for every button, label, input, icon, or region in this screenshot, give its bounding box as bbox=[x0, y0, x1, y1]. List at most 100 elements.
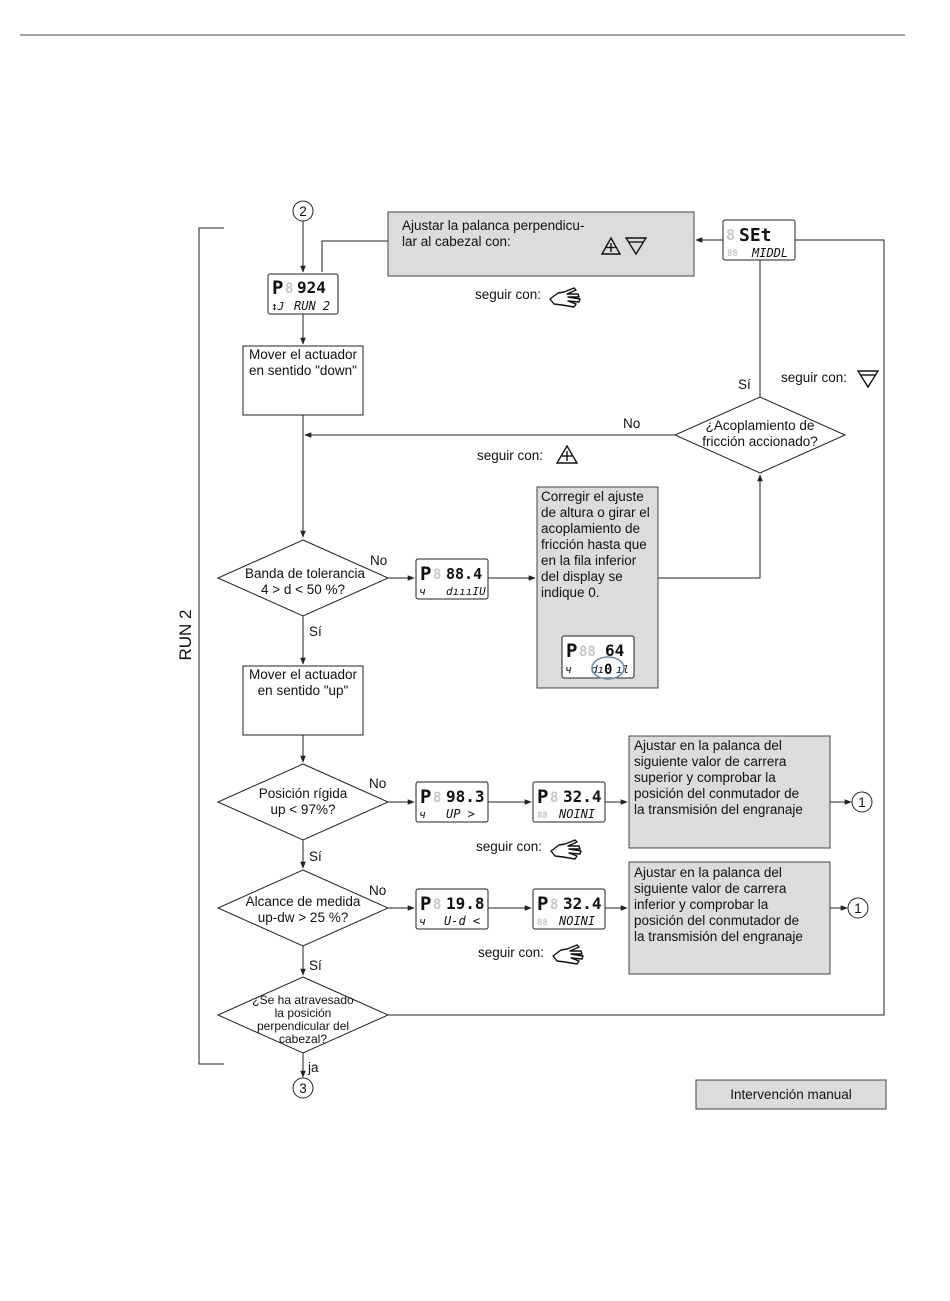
run2-bracket bbox=[198, 227, 224, 1065]
legend-box bbox=[695, 1079, 887, 1110]
svg-text:924: 924 bbox=[297, 278, 326, 297]
inferior-line5: la transmisión del engranaje bbox=[634, 929, 803, 944]
svg-text:64: 64 bbox=[605, 641, 624, 660]
acoplamiento-line2: fricción accionado? bbox=[702, 434, 818, 449]
corregir-line4: fricción hasta que bbox=[541, 537, 647, 552]
loop-atravesado-to-set bbox=[388, 239, 885, 1016]
superior-box bbox=[628, 735, 831, 849]
continue-label-down: seguir con: bbox=[781, 370, 847, 385]
down-key-icon-2 bbox=[856, 370, 880, 389]
corregir-line2: de altura o girar el bbox=[541, 505, 650, 520]
connector-2-label: 2 bbox=[299, 204, 307, 219]
svg-text:88: 88 bbox=[537, 918, 548, 928]
mover-down-line1: Mover el actuador bbox=[249, 347, 358, 362]
corregir-line7: indique 0. bbox=[541, 585, 600, 600]
legend-label: Intervención manual bbox=[730, 1087, 852, 1102]
down-key-icon bbox=[624, 237, 648, 256]
no-label-posicion: No bbox=[369, 776, 386, 791]
svg-text:P: P bbox=[566, 640, 577, 662]
section-label: RUN 2 bbox=[176, 609, 195, 660]
hand-icon-2 bbox=[550, 839, 582, 860]
display-set: 8 SEt 88 MIDDL bbox=[722, 219, 796, 261]
display-tolerance: P 8 88.4 ч dıııIU bbox=[415, 558, 489, 600]
svg-text:ч: ч bbox=[565, 663, 572, 676]
up-key-icon bbox=[600, 236, 622, 255]
svg-text:U-d <: U-d < bbox=[444, 914, 480, 928]
atravesado-line2: la posición bbox=[275, 1006, 332, 1020]
svg-text:0: 0 bbox=[604, 662, 612, 678]
connector-1-a-label: 1 bbox=[858, 795, 866, 810]
svg-text:8: 8 bbox=[550, 897, 558, 913]
connector-1-b-label: 1 bbox=[854, 901, 862, 916]
line-adjust-to-run2 bbox=[321, 240, 388, 272]
connector-3-label: 3 bbox=[299, 1081, 307, 1096]
superior-line5: la transmisión del engranaje bbox=[634, 802, 803, 817]
inferior-line2: siguiente valor de carrera bbox=[634, 881, 787, 896]
svg-text:P: P bbox=[272, 277, 283, 299]
connector-1-a bbox=[851, 791, 873, 813]
svg-text:8: 8 bbox=[550, 790, 558, 806]
svg-text:SEt: SEt bbox=[739, 225, 772, 246]
corregir-line5: en la fila inferior bbox=[541, 553, 637, 568]
svg-text:RUN 2: RUN 2 bbox=[294, 299, 330, 313]
svg-text:88: 88 bbox=[727, 249, 738, 259]
banda-line1: Banda de tolerancia bbox=[245, 566, 366, 581]
svg-text:NOINI: NOINI bbox=[558, 807, 595, 821]
svg-text:88.4: 88.4 bbox=[446, 565, 482, 583]
mover-down-line2: en sentido "down" bbox=[249, 363, 357, 378]
posicion-line1: Posición rígida bbox=[259, 786, 348, 801]
svg-text:P: P bbox=[537, 893, 548, 915]
mover-down-box bbox=[242, 345, 364, 416]
svg-text:8: 8 bbox=[726, 226, 735, 244]
atravesado-line4: cabezal? bbox=[279, 1032, 327, 1046]
svg-text:32.4: 32.4 bbox=[563, 787, 602, 806]
svg-text:NOINI: NOINI bbox=[558, 914, 595, 928]
corregir-line1: Corregir el ajuste bbox=[541, 489, 644, 504]
acoplamiento-line1: ¿Acoplamiento de bbox=[706, 418, 815, 433]
display-noini-2: P 8 32.4 88 NOINI bbox=[532, 888, 606, 930]
alcance-line2: up-dw > 25 %? bbox=[258, 910, 348, 925]
display-ud: P 8 19.8 ч U-d < bbox=[415, 888, 489, 930]
continue-label-1: seguir con: bbox=[475, 287, 541, 302]
mover-up-line1: Mover el actuador bbox=[249, 667, 358, 682]
inferior-box bbox=[628, 861, 831, 975]
continue-label-up: seguir con: bbox=[477, 448, 543, 463]
hand-icon bbox=[549, 287, 581, 308]
svg-text:32.4: 32.4 bbox=[563, 894, 602, 913]
svg-text:P: P bbox=[420, 563, 431, 585]
inferior-line3: inferior y comprobar la bbox=[634, 897, 769, 912]
svg-text:UP >: UP > bbox=[446, 807, 475, 821]
superior-line2: siguiente valor de carrera bbox=[634, 754, 787, 769]
svg-text:ıl: ıl bbox=[616, 663, 629, 676]
connector-3 bbox=[292, 1077, 314, 1099]
mover-up-box bbox=[242, 665, 364, 736]
svg-text:ч: ч bbox=[419, 915, 426, 928]
continue-label-2: seguir con: bbox=[476, 839, 542, 854]
up-key-icon-2 bbox=[555, 444, 579, 464]
superior-line4: posición del conmutador de bbox=[634, 786, 799, 801]
no-label-alcance: No bbox=[369, 883, 386, 898]
atravesado-line1: ¿Se ha atravesado bbox=[252, 993, 354, 1007]
svg-text:8: 8 bbox=[433, 897, 441, 913]
svg-text:ч: ч bbox=[419, 808, 426, 821]
alcance-line1: Alcance de medida bbox=[246, 894, 361, 909]
connector-1-b bbox=[847, 897, 869, 919]
adjust-lever-line1: Ajustar la palanca perpendicu- bbox=[402, 218, 584, 233]
yes-label-banda: Sí bbox=[309, 624, 322, 639]
atravesado-line3: perpendicular del bbox=[257, 1019, 349, 1033]
corregir-line6: del display se bbox=[541, 569, 623, 584]
svg-text:ч: ч bbox=[419, 585, 426, 598]
svg-text:P: P bbox=[537, 786, 548, 808]
mover-up-line2: en sentido "up" bbox=[258, 683, 349, 698]
yes-label-alcance: Sí bbox=[309, 958, 322, 973]
svg-text:8: 8 bbox=[433, 790, 441, 806]
no-label-acoplamiento: No bbox=[623, 416, 640, 431]
yes-label-acoplamiento: Sí bbox=[738, 377, 751, 392]
inferior-line4: posición del conmutador de bbox=[634, 913, 799, 928]
svg-text:88: 88 bbox=[537, 811, 548, 821]
decision-acoplamiento bbox=[673, 396, 847, 474]
banda-line2: 4 > d < 50 %? bbox=[261, 582, 345, 597]
svg-text:88: 88 bbox=[579, 644, 596, 660]
display-noini-1: P 8 32.4 88 NOINI bbox=[532, 781, 606, 823]
